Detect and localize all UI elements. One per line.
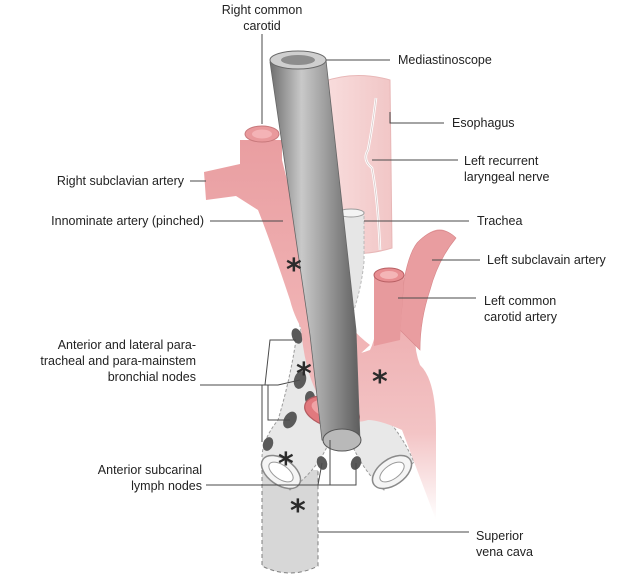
label-right-subclavian-artery: Right subclavian artery: [56, 174, 184, 188]
label-superior-vena-cava: Superior vena cava: [476, 529, 533, 559]
label-left-recurrent-laryngeal-nerve: Left recurrent laryngeal nerve: [464, 154, 550, 184]
superior-vena-cava-shape: [261, 470, 319, 574]
label-left-subclavain-artery: Left subclavain artery: [487, 253, 606, 267]
asterisk-marker: *: [278, 447, 294, 482]
leader-lines: [190, 34, 480, 533]
label-left-common-carotid-artery: Left common carotid artery: [484, 294, 557, 324]
label-subcarinal-nodes: Anterior subcarinal lymph nodes: [97, 463, 202, 493]
left-common-carotid-shape: [374, 276, 404, 346]
label-paratracheal-nodes: Anterior and lateral para- tracheal and …: [40, 338, 196, 384]
label-trachea: Trachea: [477, 214, 523, 228]
label-esophagus: Esophagus: [452, 116, 515, 130]
asterisk-marker: *: [296, 357, 312, 392]
asterisk-marker: *: [290, 494, 306, 529]
asterisk-marker: *: [286, 253, 302, 288]
label-mediastinoscope: Mediastinoscope: [398, 53, 492, 67]
asterisk-marker: *: [372, 365, 388, 400]
label-right-common-carotid: Right common carotid: [221, 3, 303, 33]
left-subclavian-artery-shape: [399, 230, 457, 351]
label-innominate-artery: Innominate artery (pinched): [51, 214, 204, 228]
mediastinoscope-illustration: [269, 50, 362, 452]
